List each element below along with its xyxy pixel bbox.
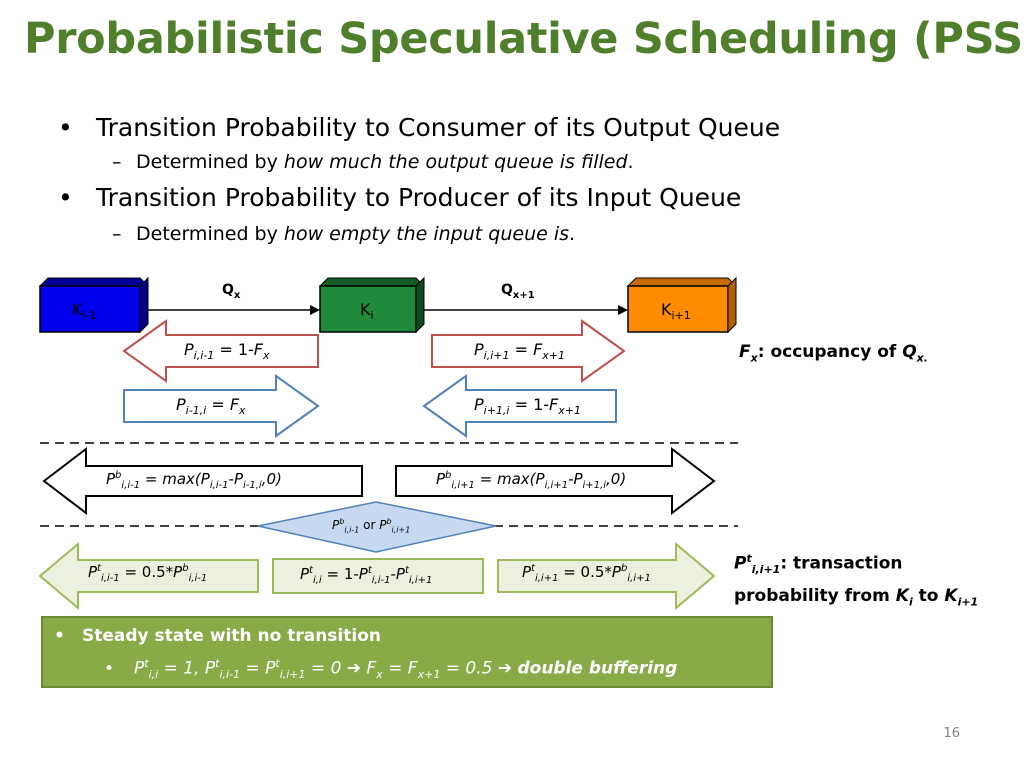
black-left-arrow-label: Pbi,i-1 = max(Pi,i-1-Pi-1,i,0) [106, 470, 282, 491]
green-center-box-label: Pti,i = 1-Pti,i-1-Pti,i+1 [300, 565, 433, 586]
blue-left-arrow-label: Pi+1,i = 1-Fx+1 [474, 395, 581, 418]
red-right-arrow [431, 319, 626, 383]
red-left-arrow [122, 319, 319, 383]
transaction-note: Pti,i+1: transaction probability from Ki… [734, 552, 979, 609]
blue-right-arrow-label: Pi-1,i = Fx [176, 395, 246, 418]
queue-label-right: Qx+1 [501, 282, 535, 301]
bullet-1-text: Transition Probability to Consumer of it… [96, 113, 781, 142]
sub-bullet-2-emphasis: how empty the input queue is [283, 223, 570, 245]
kernel-box-next [626, 276, 738, 334]
steady-state-heading: •Steady state with no transition [54, 626, 381, 646]
queue-label-left: Qx [222, 282, 241, 301]
bullet-1: •Transition Probability to Consumer of i… [58, 113, 781, 142]
sub-bullet-2-prefix: Determined by [136, 223, 284, 245]
diamond-label: Pbi,i-1 or Pbi,i+1 [332, 517, 411, 535]
kernel-label-prev: Ki-1 [72, 300, 97, 323]
green-right-arrow-label: Pti,i+1 = 0.5*Pbi,i+1 [522, 563, 651, 584]
bullet-2-text: Transition Probability to Producer of it… [96, 183, 742, 212]
arrow-right-icon: ➔ [346, 658, 362, 679]
kernel-label-cur: Ki [360, 300, 374, 323]
slide-title: Probabilistic Speculative Scheduling (PS… [24, 14, 1024, 64]
sub-bullet-1: –Determined by how much the output queue… [112, 151, 634, 173]
black-left-arrow [42, 446, 363, 516]
sub-bullet-2-suffix: . [569, 223, 576, 245]
black-right-arrow-label: Pbi,i+1 = max(Pi,i+1-Pi+1,i,0) [436, 470, 627, 491]
kernel-box-prev [38, 276, 150, 334]
red-left-arrow-label: Pi,i-1 = 1-Fx [184, 340, 270, 363]
green-right-arrow [497, 541, 716, 611]
sub-bullet-2: –Determined by how empty the input queue… [112, 223, 576, 245]
green-left-arrow [38, 541, 259, 611]
red-right-arrow-label: Pi,i+1 = Fx+1 [474, 340, 565, 363]
kernel-label-next: Ki+1 [661, 300, 691, 323]
blue-left-arrow [422, 374, 617, 438]
green-center-box [272, 558, 484, 594]
page-number: 16 [943, 726, 960, 741]
sub-bullet-1-prefix: Determined by [136, 151, 284, 173]
steady-state-detail: •Pti,i = 1, Pti,i-1 = Pti,i+1 = 0 ➔ Fx =… [104, 657, 678, 682]
blue-right-arrow [123, 374, 320, 438]
occupancy-note: Fx: occupancy of Qx. [739, 342, 928, 365]
steady-state-panel [41, 616, 773, 688]
bullet-2: •Transition Probability to Producer of i… [58, 183, 742, 212]
green-left-arrow-label: Pti,i-1 = 0.5*Pbi,i-1 [88, 563, 208, 584]
black-right-arrow [395, 446, 716, 516]
connector-arrowhead-right [618, 305, 628, 315]
decision-diamond [257, 501, 497, 553]
kernel-box-cur [318, 276, 426, 334]
arrow-right-icon: ➔ [497, 658, 513, 679]
sub-bullet-1-suffix: . [627, 151, 634, 173]
connector-arrowhead-left [310, 305, 320, 315]
sub-bullet-1-emphasis: how much the output queue is filled [283, 151, 628, 173]
